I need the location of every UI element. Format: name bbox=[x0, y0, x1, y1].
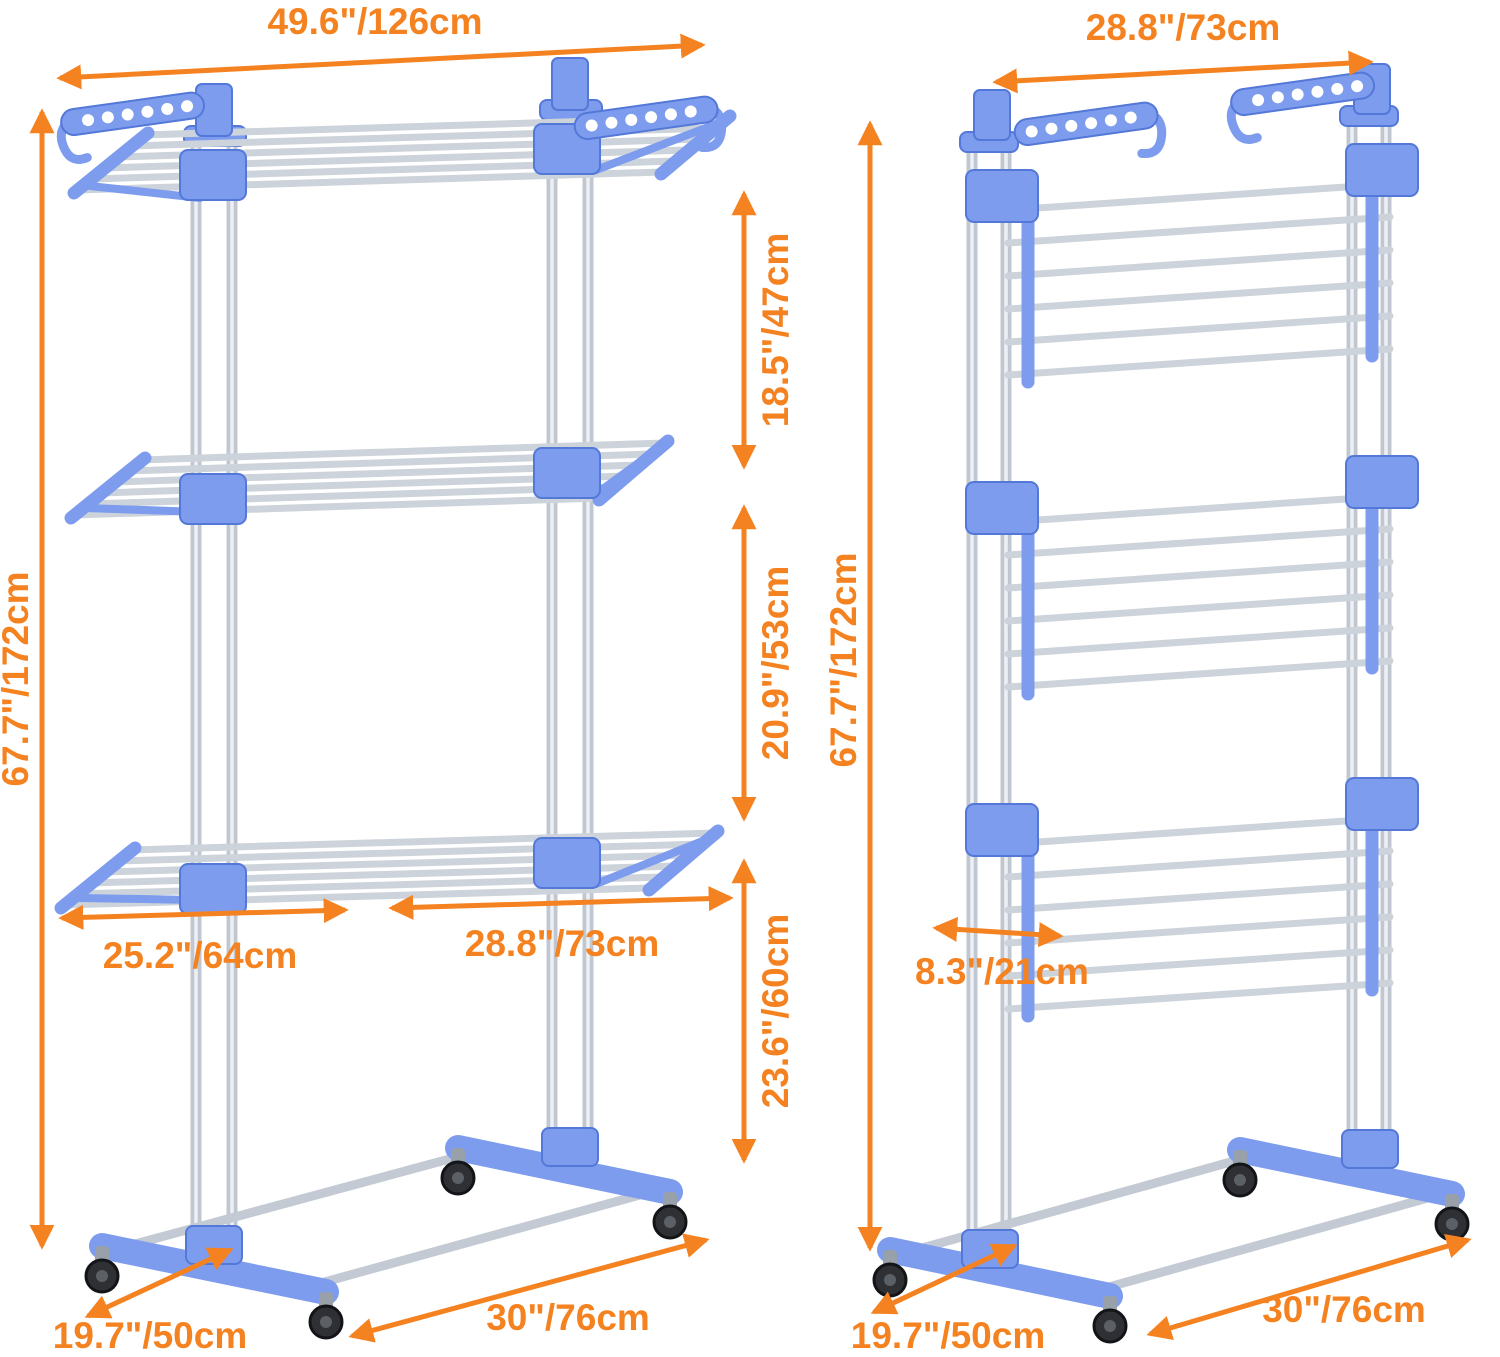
tier-bracket-right bbox=[1345, 143, 1419, 197]
dimension-label: 18.5"/47cm bbox=[755, 233, 796, 427]
dim-expanded-gap-top: 18.5"/47cm bbox=[731, 190, 796, 470]
base-foot-right bbox=[1227, 1137, 1465, 1207]
dimension-arrow bbox=[932, 916, 1064, 948]
dimension-label: 28.8"/73cm bbox=[1086, 7, 1280, 48]
expanded-rack bbox=[54, 57, 737, 1340]
dim-folded-height: 67.7"/172cm bbox=[823, 120, 883, 1252]
expanded-tier-middle bbox=[64, 434, 675, 525]
dimension-label: 67.7"/172cm bbox=[823, 552, 864, 767]
folded-tier-2 bbox=[965, 455, 1419, 701]
wing-strut-right bbox=[592, 446, 660, 498]
tier-rails bbox=[61, 829, 719, 909]
dimension-label: 49.6"/126cm bbox=[267, 1, 482, 42]
wing-strut-right bbox=[592, 120, 720, 174]
hook-post bbox=[973, 89, 1011, 141]
dim-folded-top-width: 28.8"/73cm bbox=[992, 7, 1374, 94]
hook-post bbox=[551, 57, 589, 111]
dimension-label: 30"/76cm bbox=[1262, 1289, 1426, 1330]
dimension-label: 23.6"/60cm bbox=[755, 914, 796, 1108]
dimension-arrow bbox=[1146, 1234, 1472, 1340]
dim-expanded-base-width: 30"/76cm bbox=[348, 1233, 710, 1343]
dimension-arrow bbox=[992, 50, 1374, 94]
dimension-label: 30"/76cm bbox=[486, 1297, 650, 1338]
dim-expanded-height: 67.7"/172cm bbox=[0, 108, 55, 1250]
tier-rails bbox=[1004, 814, 1394, 1013]
tier-bracket-right bbox=[533, 837, 601, 889]
tier-rails bbox=[1004, 180, 1394, 379]
dimension-arrow bbox=[84, 1247, 234, 1319]
folded-tier-3 bbox=[965, 777, 1419, 1023]
tier-end-cap-left bbox=[67, 126, 155, 200]
dimension-label: 67.7"/172cm bbox=[0, 571, 36, 786]
dimension-label: 19.7"/50cm bbox=[851, 1315, 1045, 1356]
tier-bracket-left bbox=[179, 473, 247, 525]
tier-bracket-left bbox=[965, 803, 1039, 857]
dimension-arrow bbox=[56, 33, 706, 90]
dim-expanded-shelf-right: 28.8"/73cm bbox=[388, 886, 734, 964]
dimension-label: 25.2"/64cm bbox=[103, 935, 297, 976]
dim-folded-wing-depth: 8.3"/21cm bbox=[915, 916, 1089, 992]
tier-bracket-right bbox=[1345, 777, 1419, 831]
dim-folded-base-width: 30"/76cm bbox=[1146, 1234, 1472, 1340]
dimension-arrow bbox=[58, 898, 349, 930]
foot-hub bbox=[1341, 1129, 1399, 1169]
wing-strut-right bbox=[592, 834, 714, 888]
tier-rails bbox=[1004, 492, 1394, 691]
tier-bracket-left bbox=[965, 481, 1039, 535]
wing-strut-left bbox=[76, 894, 200, 904]
dim-expanded-base-depth: 19.7"/50cm bbox=[53, 1247, 247, 1356]
tier-bracket-left bbox=[965, 169, 1039, 223]
dimension-arrow bbox=[388, 886, 734, 920]
dimension-label: 20.9"/53cm bbox=[755, 566, 796, 760]
dimension-label: 8.3"/21cm bbox=[915, 951, 1089, 992]
tier-bracket-right bbox=[533, 447, 601, 499]
expanded-columns bbox=[183, 99, 603, 1258]
dimension-arrow bbox=[870, 1243, 1018, 1315]
folded-rack bbox=[872, 63, 1470, 1344]
dimension-label: 19.7"/50cm bbox=[53, 1315, 247, 1356]
tier-bracket-right bbox=[1345, 455, 1419, 509]
hanger-hook-arm-icon bbox=[1013, 101, 1165, 172]
dimension-arrow bbox=[348, 1233, 710, 1343]
dimension-annotations: 49.6"/126cm 67.7"/172cm 18.5"/47cm 20.9"… bbox=[0, 1, 1472, 1356]
dim-expanded-top-width: 49.6"/126cm bbox=[56, 1, 706, 90]
folded-tier-1 bbox=[965, 143, 1419, 389]
dim-expanded-shelf-left: 25.2"/64cm bbox=[58, 898, 349, 976]
tier-bracket-left bbox=[179, 149, 247, 201]
dimension-label: 28.8"/73cm bbox=[465, 923, 659, 964]
tier-end-cap-left bbox=[54, 841, 142, 915]
dim-expanded-gap-bottom: 23.6"/60cm bbox=[731, 858, 796, 1164]
tier-bracket-left bbox=[179, 863, 247, 915]
dim-folded-base-depth: 19.7"/50cm bbox=[851, 1243, 1045, 1356]
base-foot-right bbox=[445, 1135, 683, 1205]
foot-hub bbox=[541, 1127, 599, 1167]
dim-expanded-gap-middle: 20.9"/53cm bbox=[731, 504, 796, 822]
